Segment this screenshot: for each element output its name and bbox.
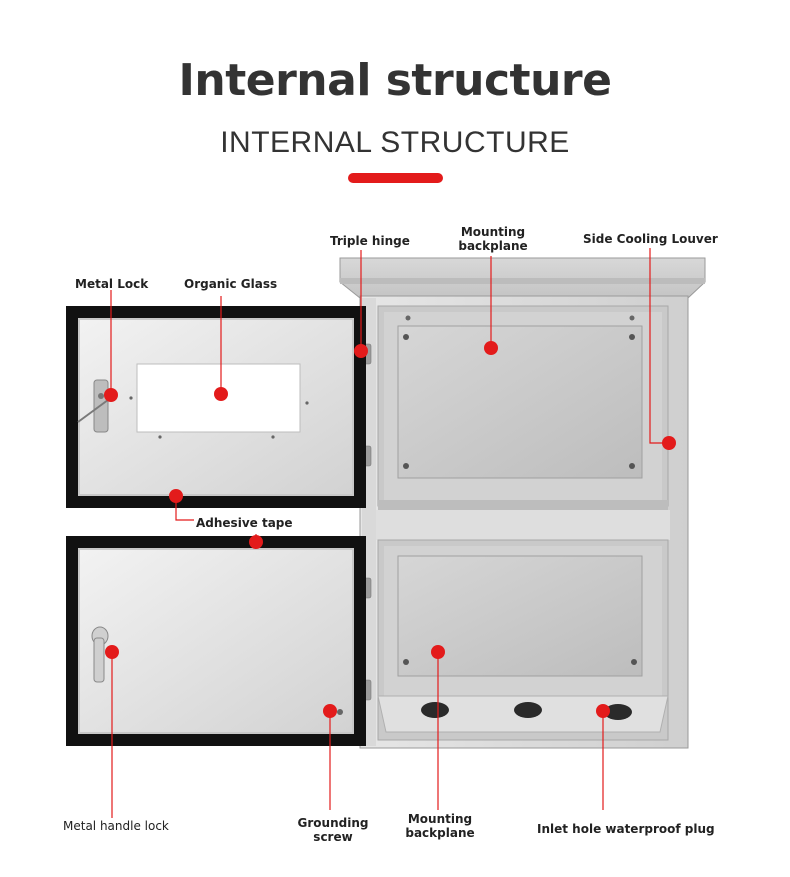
marker-inlet-plug <box>596 704 610 718</box>
leader-adhesive-tape <box>175 496 194 521</box>
marker-handle-lock <box>105 645 119 659</box>
marker-adhesive-tape <box>169 489 183 503</box>
accent-divider <box>348 173 443 183</box>
marker-backplane-bottom <box>431 645 445 659</box>
label-organic-glass: Organic Glass <box>184 277 278 291</box>
cabinet-roof-edge <box>340 278 705 284</box>
marker-side-louver <box>662 436 676 450</box>
compartment-divider <box>376 510 670 540</box>
marker-metal-lock <box>104 388 118 402</box>
lower-door-panel <box>80 550 352 732</box>
page-title: Internal structure <box>178 55 612 106</box>
label-metal-lock: Metal Lock <box>75 277 149 291</box>
metal-handle-lock <box>91 626 109 683</box>
upper-door-gasket <box>66 306 366 508</box>
leader-lines <box>110 248 670 818</box>
marker-organic-glass <box>214 387 228 401</box>
label-adhesive-tape: Adhesive tape <box>196 516 293 530</box>
inlet-plug-1 <box>421 702 449 718</box>
label-mounting-backplane-bottom: Mounting backplane <box>405 812 475 840</box>
marker-adhesive-tape-2 <box>249 535 263 549</box>
inlet-plug-3 <box>604 704 632 720</box>
label-metal-handle-lock: Metal handle lock <box>63 819 169 833</box>
lower-door-gasket <box>66 536 366 746</box>
mounting-backplane-upper <box>397 325 643 479</box>
page-subtitle: INTERNAL STRUCTURE <box>220 126 570 159</box>
grounding-screw <box>337 709 343 715</box>
label-grounding-screw: Grounding screw <box>297 816 369 844</box>
marker-grounding <box>323 704 337 718</box>
label-inlet-hole-waterproof-plug: Inlet hole waterproof plug <box>537 822 715 836</box>
marker-backplane-top <box>484 341 498 355</box>
label-triple-hinge: Triple hinge <box>330 234 410 248</box>
marker-dots <box>104 341 676 718</box>
upper-shelf <box>378 500 668 510</box>
marker-triple-hinge <box>354 344 368 358</box>
label-mounting-backplane-top: Mounting backplane <box>458 225 528 253</box>
inlet-plug-2 <box>514 702 542 718</box>
label-side-cooling-louver: Side Cooling Louver <box>583 232 718 246</box>
